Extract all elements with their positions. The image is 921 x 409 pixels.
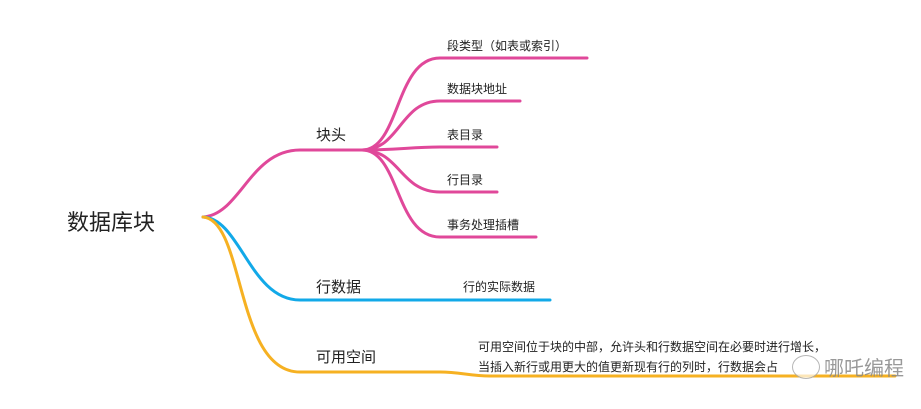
watermark: 哪吒编程: [792, 352, 904, 381]
connector-free-space: [201, 215, 897, 378]
connector-row-data: [201, 215, 552, 302]
node-free-space-desc-line1[interactable]: 可用空间位于块的中部，允许头和行数据空间在必要时进行增长，: [478, 340, 827, 354]
node-block-header[interactable]: 块头: [316, 126, 347, 144]
node-segment-type[interactable]: 段类型（如表或索引）: [447, 39, 568, 53]
node-free-space-desc-line2[interactable]: 当插入新行或用更大的值更新现有行的列时，行数据会占: [478, 360, 779, 374]
root-node[interactable]: 数据库块: [67, 211, 156, 236]
wechat-icon: [792, 354, 820, 379]
watermark-text: 哪吒编程: [824, 356, 904, 380]
node-row-data[interactable]: 行数据: [316, 278, 362, 296]
connector-block-header: [201, 148, 364, 219]
node-row-directory[interactable]: 行目录: [447, 173, 484, 187]
node-block-address[interactable]: 数据块地址: [447, 82, 508, 96]
connector-segment-type: [360, 56, 589, 152]
node-free-space[interactable]: 可用空间: [316, 348, 377, 366]
node-actual-row-data[interactable]: 行的实际数据: [463, 280, 536, 294]
node-transaction-slots[interactable]: 事务处理插槽: [447, 218, 520, 232]
connector-block-address: [360, 99, 522, 152]
node-table-directory[interactable]: 表目录: [447, 128, 484, 142]
connector-table-directory: [360, 145, 499, 152]
connector-transaction-slots: [360, 148, 538, 239]
